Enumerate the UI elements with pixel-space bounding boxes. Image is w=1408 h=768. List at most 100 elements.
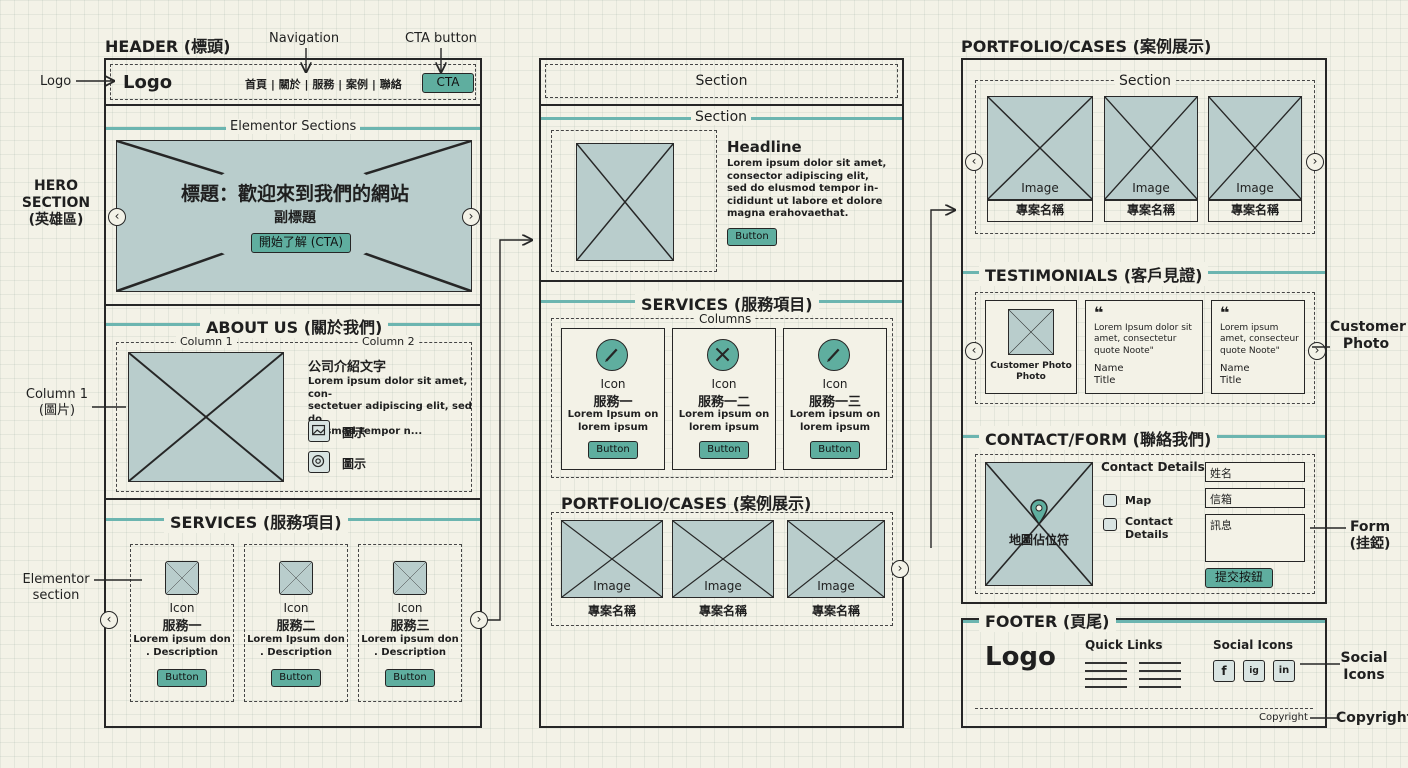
column2-label: Column 2 — [358, 335, 419, 348]
hero-next-chevron-icon[interactable]: › — [462, 208, 480, 226]
company-intro-heading: 公司介紹文字 — [308, 360, 387, 375]
service-card-1: Icon 服務一 Lorem ipsum don . Description B… — [130, 544, 234, 702]
quote-icon: ❝ — [1094, 303, 1104, 322]
contact-details-heading: Contact Details — [1101, 460, 1205, 474]
column1-annotation: Column 1 (圖片) — [25, 387, 89, 418]
navigation-annotation: Navigation — [269, 31, 340, 46]
services-next-chevron-icon[interactable]: › — [470, 611, 488, 629]
section-label: Section — [1115, 73, 1176, 89]
submit-button[interactable]: 提交按鈕 — [1205, 568, 1273, 588]
project-name: 專案名稱 — [1104, 200, 1198, 222]
hero-cta-button[interactable]: 開始了解 (CTA) — [251, 233, 351, 253]
service-icon-label: Icon — [283, 601, 309, 615]
placeholder-x — [117, 141, 471, 291]
separator — [541, 104, 902, 106]
portfolio-image: Image — [1208, 96, 1302, 200]
project-name: 專案名稱 — [811, 604, 860, 618]
pencil-icon — [818, 339, 850, 371]
quote-icon: ❝ — [1220, 303, 1230, 322]
services-prev-chevron-icon[interactable]: ‹ — [100, 611, 118, 629]
social-icons-annotation: Social Icons — [1340, 650, 1388, 683]
customer-photo-label: Customer Photo Photo — [990, 361, 1072, 383]
pencil-icon — [596, 339, 628, 371]
top-section-bar: Section — [545, 64, 898, 98]
footer-panel: FOOTER (頁尾) Logo Quick Links Social Icon… — [961, 608, 1327, 728]
service-desc: Lorem Ipsum on lorem ipsum — [567, 409, 659, 433]
header-cta-button[interactable]: CTA — [422, 73, 474, 93]
testimonials-next-chevron-icon[interactable]: › — [1308, 342, 1326, 360]
copyright-annotation: Copyright — [1336, 710, 1408, 726]
section-label: Section — [691, 109, 752, 125]
contact-title: CONTACT/FORM (聯絡我們) — [979, 426, 1218, 450]
portfolio-next-chevron-icon[interactable]: › — [891, 560, 909, 578]
columns-label: Columns — [695, 312, 756, 326]
quick-link[interactable] — [1139, 670, 1181, 672]
footer-logo[interactable]: Logo — [985, 642, 1056, 672]
service-icon — [165, 561, 199, 595]
portfolio-prev-chevron-icon[interactable]: ‹ — [965, 153, 983, 171]
message-field[interactable]: 訊息 — [1205, 514, 1305, 562]
icon-text-2: 圖示 — [342, 457, 367, 471]
instagram-icon[interactable]: ig — [1243, 660, 1265, 682]
copyright-text: Copyright — [1259, 712, 1308, 723]
quick-link[interactable] — [1139, 678, 1181, 680]
service-card-3: Icon 服務一三 Lorem ipsum on lorem ipsum But… — [783, 328, 887, 470]
headline-body-text: Lorem ipsum dolor sit amet, consector ad… — [727, 158, 887, 219]
linkedin-icon[interactable]: in — [1273, 660, 1295, 682]
service-icon-label: Icon — [711, 377, 737, 391]
email-field[interactable]: 信箱 — [1205, 488, 1305, 508]
project-name: 專案名稱 — [587, 604, 636, 618]
name-field[interactable]: 姓名 — [1205, 462, 1305, 482]
service-button[interactable]: Button — [157, 669, 207, 687]
service-name: 服務二 — [276, 619, 316, 634]
service-desc: Lorem Ipsum don . Description — [247, 634, 345, 658]
service-icon — [279, 561, 313, 595]
headline-image-placeholder — [576, 143, 674, 261]
map-icon — [1103, 494, 1117, 507]
header-title: HEADER (標頭) — [105, 37, 231, 56]
nav-menu[interactable]: 首頁 | 關於 | 服務 | 案例 | 聯絡 — [245, 78, 402, 91]
quote-title: Title — [1094, 375, 1116, 386]
service-icon-label: Icon — [822, 377, 848, 391]
service-button[interactable]: Button — [271, 669, 321, 687]
quick-link[interactable] — [1139, 662, 1181, 664]
right-wireframe-panel: Section Image 專案名稱 Image 專案名稱 Image 專案名稱… — [961, 58, 1327, 604]
hero-prev-chevron-icon[interactable]: ‹ — [108, 208, 126, 226]
hero-subtitle: 副標題 — [274, 210, 316, 226]
facebook-icon[interactable]: f — [1213, 660, 1235, 682]
service-button[interactable]: Button — [385, 669, 435, 687]
portfolio-title: PORTFOLIO/CASES (案例展示) — [961, 37, 1212, 56]
section-bar — [963, 620, 1325, 623]
service-name: 服務一 — [162, 619, 202, 634]
service-button[interactable]: Button — [588, 441, 638, 459]
portfolio-image: Image — [787, 520, 885, 598]
portfolio-next-chevron-icon[interactable]: › — [1306, 153, 1324, 171]
header-logo[interactable]: Logo — [123, 72, 173, 93]
quote-card-2: ❝ Lorem ipsum amet, consecteur quote Noo… — [1211, 300, 1305, 394]
headline-button[interactable]: Button — [727, 228, 777, 246]
about-image-placeholder — [128, 352, 284, 482]
hero-section-annotation: HERO SECTION (英雄區) — [21, 178, 91, 228]
quick-link[interactable] — [1085, 662, 1127, 664]
service-desc: Lorem ipsum don . Description — [361, 634, 459, 658]
map-placeholder: 地圖佔位符 — [985, 462, 1093, 586]
service-button[interactable]: Button — [810, 441, 860, 459]
services-title: SERVICES (服務項目) — [164, 509, 348, 533]
service-button[interactable]: Button — [699, 441, 749, 459]
service-icon-label: Icon — [397, 601, 423, 615]
service-name: 服務一三 — [808, 395, 861, 410]
testimonials-prev-chevron-icon[interactable]: ‹ — [965, 342, 983, 360]
map-pin-icon — [1030, 499, 1048, 525]
service-icon — [393, 561, 427, 595]
image-label: Image — [704, 579, 742, 593]
quick-link[interactable] — [1085, 686, 1127, 688]
service-card-1: Icon 服務一 Lorem Ipsum on lorem ipsum Butt… — [561, 328, 665, 470]
service-desc: Lorem ipsum don . Description — [133, 634, 231, 658]
quick-link[interactable] — [1139, 686, 1181, 688]
quick-link[interactable] — [1085, 678, 1127, 680]
customer-photo-annotation: Customer Photo — [1330, 319, 1406, 352]
project-name: 專案名稱 — [1208, 200, 1302, 222]
portfolio-image: Image — [672, 520, 774, 598]
service-card-2: Icon 服務二 Lorem Ipsum don . Description B… — [244, 544, 348, 702]
quick-link[interactable] — [1085, 670, 1127, 672]
